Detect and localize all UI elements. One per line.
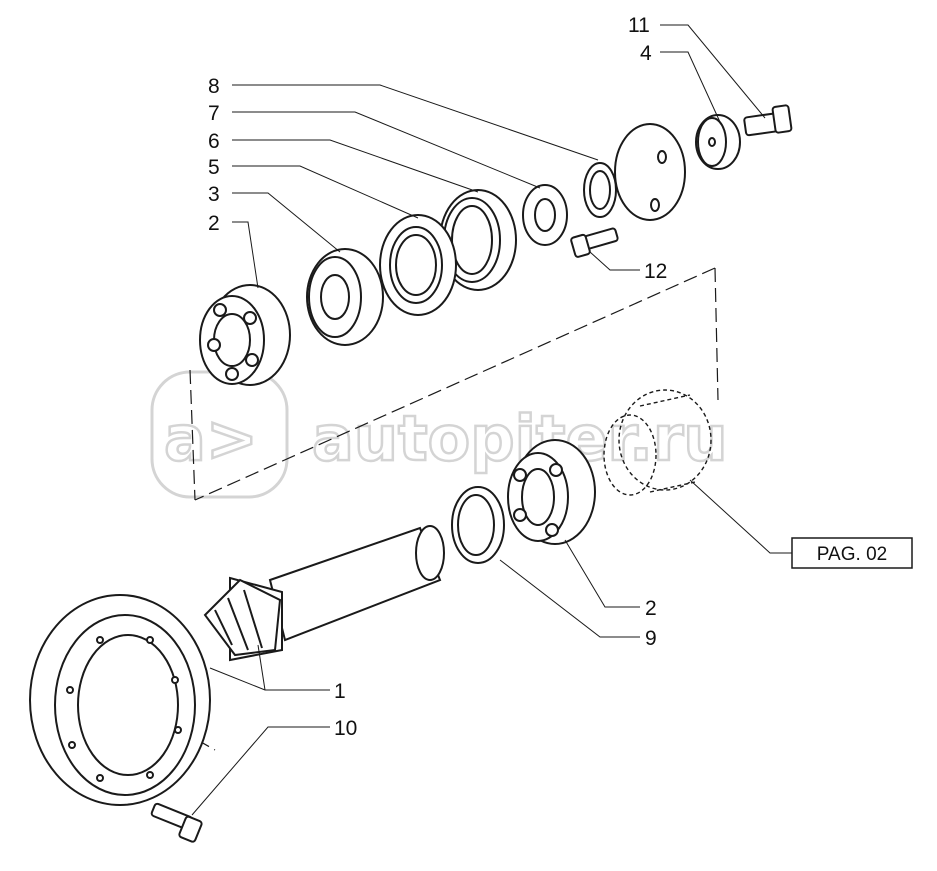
part-2-upper-roller-bearing xyxy=(199,284,291,386)
callout-5[interactable]: 5 xyxy=(208,156,220,179)
part-7-nut xyxy=(522,184,568,246)
part-8-flange xyxy=(583,123,686,221)
part-1-crown-gear xyxy=(29,594,211,806)
callout-9[interactable]: 9 xyxy=(645,627,657,650)
callout-12[interactable]: 12 xyxy=(644,260,667,283)
callout-10[interactable]: 10 xyxy=(334,717,357,740)
leader-2-upper xyxy=(232,221,259,289)
callout-6[interactable]: 6 xyxy=(208,130,220,153)
axis-line-vertical xyxy=(714,267,719,401)
leader-pag-02 xyxy=(689,479,792,554)
watermark-logo-mark: a> xyxy=(164,402,258,475)
leader-7 xyxy=(232,111,541,189)
leader-6 xyxy=(232,139,479,193)
leader-3 xyxy=(232,192,341,253)
part-10-bolt xyxy=(150,802,203,843)
callout-2-lower[interactable]: 2 xyxy=(645,597,657,620)
axis-line-main xyxy=(194,267,716,501)
callout-8[interactable]: 8 xyxy=(208,75,220,98)
callout-1[interactable]: 1 xyxy=(334,680,346,703)
part-5-ring xyxy=(379,214,457,316)
reference-box-frame xyxy=(791,537,913,569)
leader-4 xyxy=(660,51,721,123)
leader-1-pinion xyxy=(257,644,266,691)
reference-box[interactable]: PAG. 02 xyxy=(791,537,913,569)
leader-8 xyxy=(232,84,599,161)
callout-3[interactable]: 3 xyxy=(208,183,220,206)
leader-lines xyxy=(191,24,792,816)
callout-11[interactable]: 11 xyxy=(628,14,650,37)
leader-12 xyxy=(589,251,640,271)
leader-11 xyxy=(660,24,766,119)
callout-2-upper[interactable]: 2 xyxy=(208,212,220,235)
part-2-lower-roller-bearing xyxy=(507,439,596,545)
part-11-bolt xyxy=(743,104,793,137)
callout-labels: 11 4 8 7 6 5 3 2 12 2 9 1 10 xyxy=(208,14,667,740)
reference-housing-dashed xyxy=(603,389,712,496)
leader-5 xyxy=(232,165,419,219)
reference-box-label: PAG. 02 xyxy=(817,544,887,565)
leader-10 xyxy=(191,726,330,816)
part-1-pinion-shaft xyxy=(203,525,445,662)
leader-1-gear xyxy=(209,667,330,691)
callout-7[interactable]: 7 xyxy=(208,102,220,125)
leader-2-lower xyxy=(564,539,640,608)
callout-4[interactable]: 4 xyxy=(640,42,652,65)
part-9-spacer xyxy=(451,486,505,564)
part-4-washer xyxy=(695,114,741,170)
leader-9 xyxy=(499,559,640,638)
part-12-bolt xyxy=(570,227,619,258)
part-3-bearing xyxy=(306,248,384,346)
axis-line-left xyxy=(189,369,196,501)
